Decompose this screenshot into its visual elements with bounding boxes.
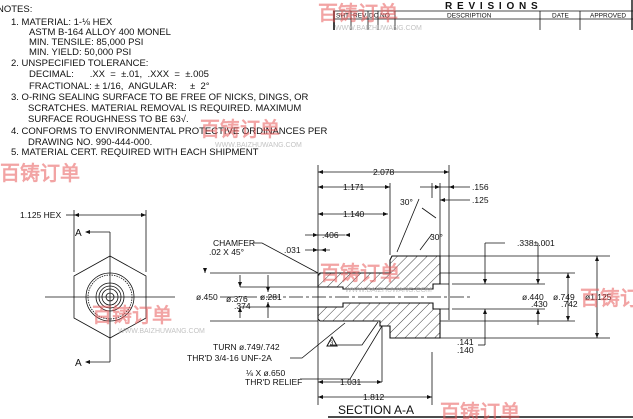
note-line: 1. MATERIAL: 1-⅛ HEX	[11, 17, 113, 28]
note-flag-number: 3	[330, 341, 334, 347]
dia-376: ø.376	[226, 294, 248, 304]
dim-overall-length: 2.078	[373, 167, 395, 177]
dim-1031: 1.031	[340, 377, 362, 387]
dim-angle-30-upper: 30°	[400, 197, 413, 207]
hex-size-label: 1.125 HEX	[20, 210, 61, 220]
note-line: FRACTIONAL: ± 1/16, ANGULAR: ± 2°	[29, 81, 210, 92]
watermark-brand: 百铸订单	[200, 117, 280, 141]
dim-1140: 1.140	[343, 209, 365, 219]
thread-note: THR'D 3/4-16 UNF-2A	[187, 353, 272, 363]
col-date: DATE	[552, 13, 570, 20]
col-no: NO	[380, 13, 390, 20]
note-line: SCRATCHES. MATERIAL REMOVAL IS REQUIRED.…	[28, 103, 301, 114]
watermark-brand: 百铸订单	[92, 303, 172, 327]
section-lower-material	[317, 302, 441, 339]
section-mark-top: A	[75, 228, 82, 239]
dim-156: .156	[472, 182, 489, 192]
dim-406: .406	[322, 230, 339, 240]
dim-140: .140	[457, 345, 474, 355]
watermark-url: WWW.BAIZHUWANG.COM	[118, 328, 205, 335]
hex-end-view: 1.125 HEX A A	[20, 210, 175, 369]
note-line: 4. CONFORMS TO ENVIRONMENTAL PROTECTIVE …	[11, 126, 327, 137]
dim-125: .125	[472, 195, 489, 205]
col-sht: SHT	[336, 13, 349, 20]
dim-1812: 1.812	[363, 392, 385, 402]
note-line: SURFACE ROUGHNESS TO BE 63√.	[28, 114, 189, 125]
dia-281: ø.281	[260, 292, 282, 302]
col-rev: REV	[353, 13, 367, 20]
dia-440: ø.440	[522, 292, 544, 302]
col-approved: APPROVED	[590, 13, 626, 20]
dim-angle-30-lower: 30°	[430, 232, 443, 242]
revisions-table: R E V I S I O N S SHT REV DC NO DESCRIPT…	[333, 0, 633, 30]
section-title: SECTION A-A	[338, 403, 414, 417]
watermark-url: WWW.BAIZHUWANG.COM	[345, 287, 432, 294]
revisions-title: R E V I S I O N S	[445, 1, 539, 12]
note-line: 2. UNSPECIFIED TOLERANCE:	[11, 58, 148, 69]
note-line: MIN. TENSILE: 85,000 PSI	[29, 37, 143, 48]
note-line: 5. MATERIAL CERT. REQUIRED WITH EACH SHI…	[11, 147, 259, 158]
note-line: DRAWING NO. 990-444-000.	[28, 137, 152, 148]
note-line: DECIMAL: .XX = ±.01, .XXX = ±.005	[29, 69, 209, 80]
watermark-brand: 百铸订单	[320, 261, 400, 285]
chamfer-label: CHAMFER	[213, 238, 255, 248]
dim-1171: 1.171	[343, 182, 365, 192]
notes-title: NOTES:	[0, 4, 32, 15]
col-dc: DC	[369, 13, 379, 20]
dim-031: .031	[284, 245, 301, 255]
dim-141: .141	[457, 337, 474, 347]
relief-label: THR'D RELIEF	[245, 377, 302, 387]
dia-749: ø.749	[553, 292, 575, 302]
dia-374: .374	[234, 301, 251, 311]
watermark-brand: 百铸订单	[580, 286, 633, 310]
section-mark-bottom: A	[75, 358, 82, 369]
watermark-brand: 百铸订单	[440, 400, 520, 419]
section-view: 2.078 1.171 .156 .125 30° 30° 1.140 .406…	[187, 165, 633, 418]
col-description: DESCRIPTION	[447, 13, 492, 20]
notes-block: NOTES: 1. MATERIAL: 1-⅛ HEX ASTM B-164 A…	[0, 4, 327, 158]
chamfer-spec: .02 X 45°	[209, 247, 244, 257]
note-line: ASTM B-164 ALLOY 400 MONEL	[29, 27, 171, 38]
dia-430: .430	[531, 299, 548, 309]
watermark-brand: 百铸订单	[0, 161, 80, 185]
dim-338: .338±.001	[517, 238, 555, 248]
watermark-url: WWW.BAIZHUWANG.COM	[215, 142, 302, 149]
note-line: 3. O-RING SEALING SURFACE TO BE FREE OF …	[11, 92, 309, 103]
watermark-url: WWW.BAIZHUWANG.COM	[335, 25, 422, 32]
relief-note: ⅛ X ø.650	[246, 368, 285, 378]
note-line: MIN. YIELD: 50,000 PSI	[29, 47, 131, 58]
dia-450: ø.450	[196, 292, 218, 302]
dia-742: .742	[561, 299, 578, 309]
turn-note: TURN ø.749/.742	[213, 342, 280, 352]
dia-1125: ø1.125	[585, 292, 612, 302]
watermark-brand: 百铸订单	[318, 1, 398, 25]
note-flag-triangle-icon: 3	[326, 335, 338, 347]
